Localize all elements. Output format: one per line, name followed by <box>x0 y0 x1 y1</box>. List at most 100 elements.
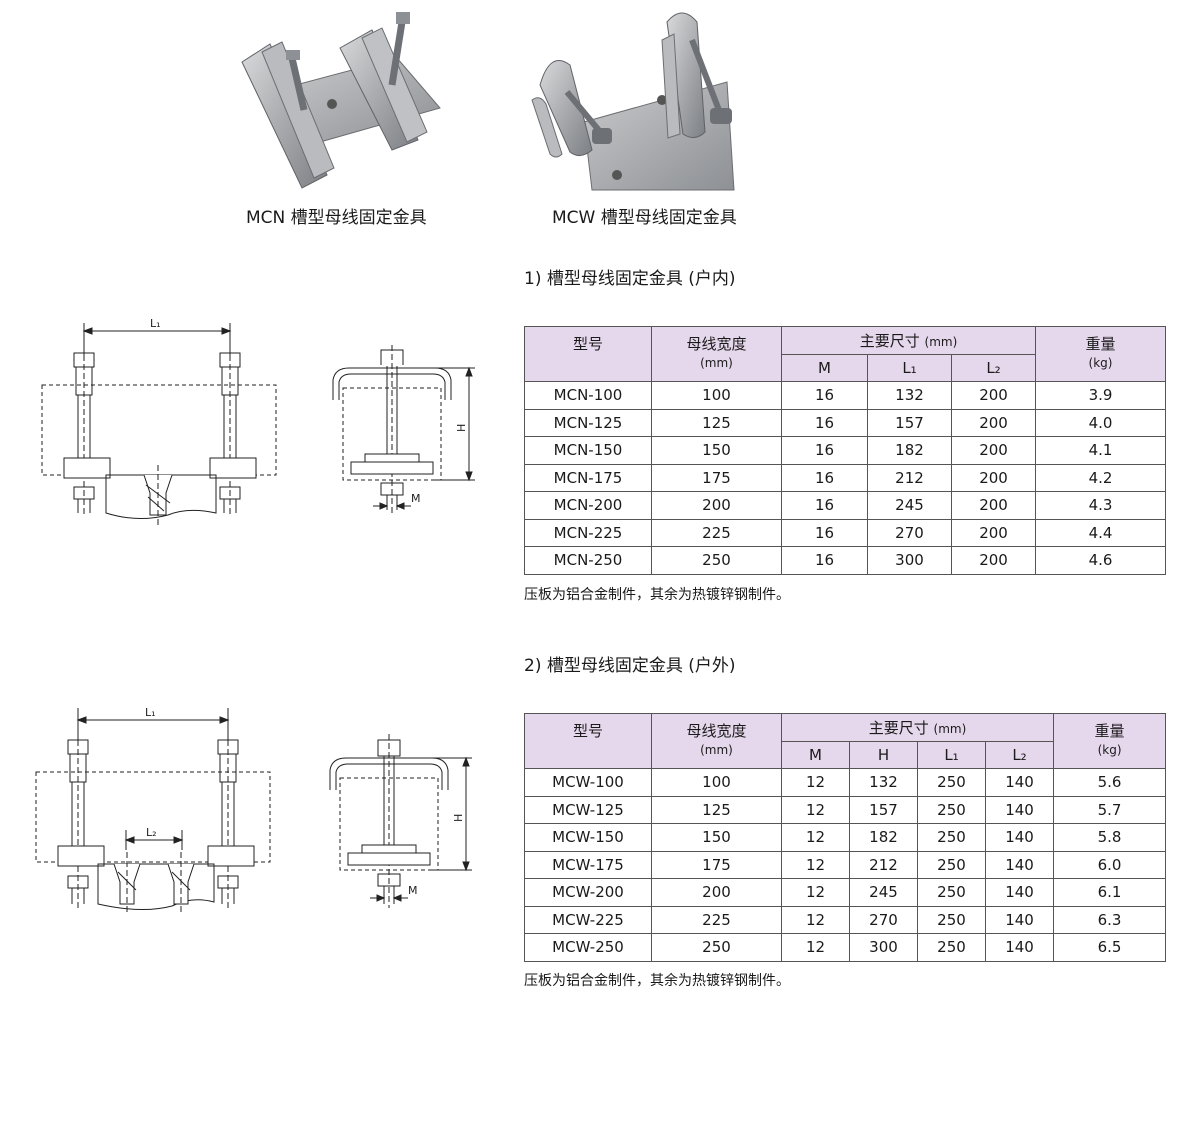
cell-width: 225 <box>651 905 782 934</box>
header-m: M <box>781 354 868 382</box>
cell-m: 16 <box>781 491 868 520</box>
cell-h: 300 <box>849 933 918 962</box>
cell-weight: 6.0 <box>1053 850 1167 879</box>
cell-l2: 200 <box>950 408 1037 437</box>
cell-l1: 250 <box>917 823 986 852</box>
cell-l2: 140 <box>984 850 1055 879</box>
header-dims: 主要尺寸 (mm) <box>780 326 1037 355</box>
cell-weight: 5.7 <box>1053 795 1167 824</box>
mcn-front-view-drawing: L₁ <box>41 317 277 525</box>
cell-weight: 3.9 <box>1035 381 1167 410</box>
cell-h: 245 <box>849 878 918 907</box>
cell-model: MCN-225 <box>524 518 652 547</box>
cell-l2: 200 <box>950 518 1037 547</box>
cell-width: 200 <box>651 878 782 907</box>
cell-l2: 200 <box>950 463 1037 492</box>
cell-l1: 250 <box>917 878 986 907</box>
section1-title: 1) 槽型母线固定金具 (户内) <box>524 269 736 289</box>
cell-m: 16 <box>781 436 868 465</box>
cell-l2: 200 <box>950 491 1037 520</box>
cell-model: MCN-175 <box>524 463 652 492</box>
cell-width: 100 <box>651 768 782 797</box>
cell-model: MCN-200 <box>524 491 652 520</box>
cell-model: MCW-175 <box>524 850 652 879</box>
cell-l1: 270 <box>867 518 952 547</box>
product-photos: MCN 槽型母线固定金具 MCW 槽型母线固定金具 <box>222 0 822 232</box>
cell-l2: 140 <box>984 768 1055 797</box>
header-h: H <box>849 741 918 769</box>
cell-width: 150 <box>651 823 782 852</box>
cell-width: 250 <box>651 546 782 575</box>
cell-weight: 4.2 <box>1035 463 1167 492</box>
cell-l2: 140 <box>984 823 1055 852</box>
cell-l1: 300 <box>867 546 952 575</box>
cell-l1: 132 <box>867 381 952 410</box>
h-dimension-label: H <box>455 424 468 432</box>
cell-weight: 4.3 <box>1035 491 1167 520</box>
cell-m: 12 <box>781 878 850 907</box>
cell-l1: 250 <box>917 905 986 934</box>
cell-l1: 250 <box>917 795 986 824</box>
cell-weight: 6.3 <box>1053 905 1167 934</box>
mcn-photo <box>241 12 735 191</box>
header-dims: 主要尺寸 (mm) <box>780 713 1055 742</box>
cell-weight: 6.1 <box>1053 878 1167 907</box>
mcw-side-view-drawing: H M <box>329 734 472 908</box>
cell-h: 157 <box>849 795 918 824</box>
cell-l1: 250 <box>917 850 986 879</box>
cell-l1: 157 <box>867 408 952 437</box>
cell-m: 12 <box>781 850 850 879</box>
section2-note: 压板为铝合金制件，其余为热镀锌钢制件。 <box>524 973 790 989</box>
cell-width: 100 <box>651 381 782 410</box>
cell-weight: 4.4 <box>1035 518 1167 547</box>
cell-l2: 200 <box>950 381 1037 410</box>
cell-l1: 212 <box>867 463 952 492</box>
cell-weight: 5.6 <box>1053 768 1167 797</box>
header-width: 母线宽度(mm) <box>651 326 782 382</box>
cell-width: 250 <box>651 933 782 962</box>
cell-model: MCN-100 <box>524 381 652 410</box>
cell-model: MCW-125 <box>524 795 652 824</box>
cell-h: 212 <box>849 850 918 879</box>
cell-m: 12 <box>781 905 850 934</box>
m-dimension-label: M <box>411 492 421 505</box>
cell-width: 150 <box>651 436 782 465</box>
cell-l2: 140 <box>984 905 1055 934</box>
cell-model: MCW-200 <box>524 878 652 907</box>
cell-weight: 5.8 <box>1053 823 1167 852</box>
cell-h: 182 <box>849 823 918 852</box>
section1-note: 压板为铝合金制件，其余为热镀锌钢制件。 <box>524 587 790 603</box>
photo-caption-mcw: MCW 槽型母线固定金具 <box>552 208 737 228</box>
cell-l2: 200 <box>950 436 1037 465</box>
mcw-spec-table: 型号 母线宽度(mm) 主要尺寸 (mm) 重量(kg) M H L₁ L₂ M… <box>524 713 1167 962</box>
cell-model: MCN-150 <box>524 436 652 465</box>
h-dimension-label-2: H <box>452 814 465 822</box>
photo-caption-mcn: MCN 槽型母线固定金具 <box>246 208 427 228</box>
header-weight: 重量(kg) <box>1053 713 1167 769</box>
cell-l2: 140 <box>984 933 1055 962</box>
cell-l1: 250 <box>917 768 986 797</box>
cell-m: 12 <box>781 823 850 852</box>
mcn-side-view-drawing: H M <box>330 345 475 515</box>
cell-l2: 200 <box>950 546 1037 575</box>
cell-l1: 182 <box>867 436 952 465</box>
cell-model: MCW-150 <box>524 823 652 852</box>
header-weight: 重量(kg) <box>1035 326 1167 382</box>
cell-l1: 250 <box>917 933 986 962</box>
cell-m: 16 <box>781 546 868 575</box>
header-model: 型号 <box>524 713 652 769</box>
cell-width: 125 <box>651 795 782 824</box>
cell-weight: 6.5 <box>1053 933 1167 962</box>
cell-m: 12 <box>781 768 850 797</box>
header-l1: L₁ <box>917 741 986 769</box>
cell-width: 175 <box>651 850 782 879</box>
cell-model: MCN-125 <box>524 408 652 437</box>
